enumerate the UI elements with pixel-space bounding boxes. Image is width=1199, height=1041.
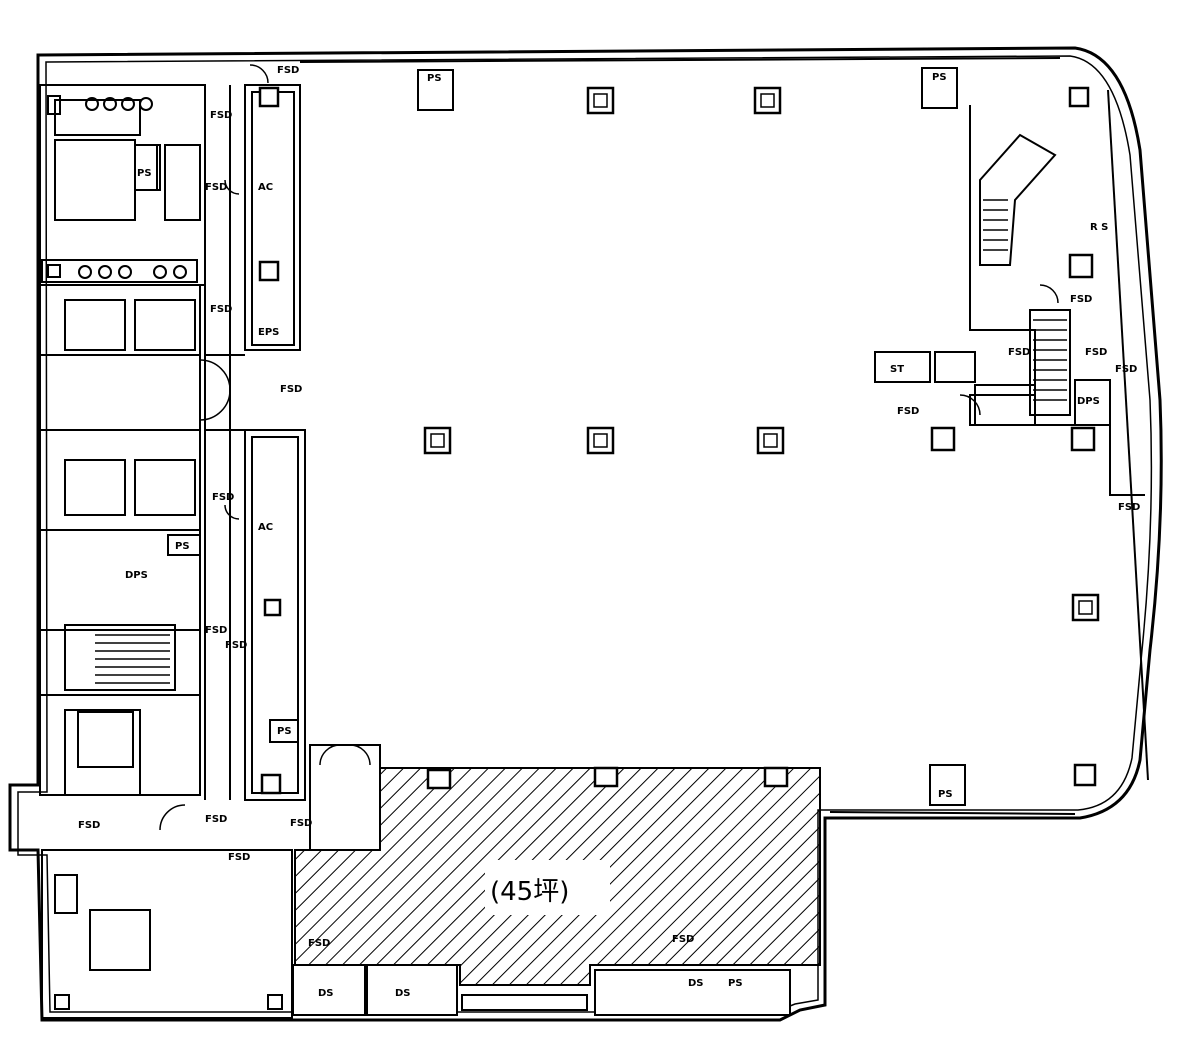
- fsd-label: FSD: [672, 934, 694, 945]
- fsd-label: FSD: [212, 492, 234, 503]
- ps-label: PS: [277, 726, 292, 737]
- fsd-label: FSD: [205, 625, 227, 636]
- fsd-label: FSD: [210, 304, 232, 315]
- column: [593, 766, 619, 788]
- column: [753, 86, 782, 115]
- fsd-label: FSD: [290, 818, 312, 829]
- area-label: (45坪): [490, 877, 569, 907]
- rs-label: R S: [1090, 222, 1108, 233]
- ps-label: PS: [427, 73, 442, 84]
- fsd-label: FSD: [897, 406, 919, 417]
- stair-treads: [95, 634, 170, 684]
- dps-label: DPS: [125, 570, 148, 581]
- bottom-left-room: [41, 849, 293, 1019]
- service-core: [39, 84, 381, 851]
- column: [260, 773, 282, 795]
- column: [258, 86, 280, 108]
- st-label: ST: [890, 364, 904, 375]
- ps-label: PS: [728, 978, 743, 989]
- fsd-label: FSD: [277, 65, 299, 76]
- right-stair-treads: [983, 199, 1067, 401]
- fsd-label: FSD: [280, 384, 302, 395]
- ds-label: DS: [688, 978, 704, 989]
- column: [763, 766, 789, 788]
- window-band: [299, 57, 1149, 815]
- column: [1070, 426, 1096, 452]
- column: [586, 86, 615, 115]
- column: [586, 426, 615, 455]
- fsd-label: FSD: [1085, 347, 1107, 358]
- column: [756, 426, 785, 455]
- column: [263, 598, 282, 617]
- dps-label: DPS: [1077, 396, 1100, 407]
- ds-label: DS: [318, 988, 334, 999]
- column: [930, 426, 956, 452]
- eps-label: EPS: [258, 327, 279, 338]
- fsd-label: FSD: [78, 820, 100, 831]
- ps-label: PS: [137, 168, 152, 179]
- door-swings: [159, 64, 1059, 831]
- fsd-label: FSD: [205, 182, 227, 193]
- ps-boxes: [134, 67, 966, 806]
- labels: FSD FSD FSD FSD FSD FSD FSD FSD FSD FSD …: [78, 65, 1140, 999]
- ac-shaft-label: AC: [258, 522, 273, 533]
- fsd-label: FSD: [225, 640, 247, 651]
- ps-label: PS: [938, 789, 953, 800]
- column: [1073, 763, 1097, 787]
- fsd-label: FSD: [205, 814, 227, 825]
- hatched-area: [294, 767, 821, 986]
- column: [258, 260, 280, 282]
- ds-rooms: [292, 964, 791, 1016]
- column: [423, 426, 452, 455]
- fsd-label: FSD: [1118, 502, 1140, 513]
- column: [1068, 253, 1094, 279]
- toilet-fixtures: [47, 95, 187, 279]
- right-core: [874, 105, 1145, 496]
- columns: [258, 86, 1100, 795]
- column: [1068, 86, 1090, 108]
- ac-shaft-label: AC: [258, 182, 273, 193]
- column: [1071, 593, 1100, 622]
- ps-label: PS: [932, 72, 947, 83]
- ps-label: PS: [175, 541, 190, 552]
- fsd-label: FSD: [308, 938, 330, 949]
- column: [426, 768, 452, 790]
- fsd-label: FSD: [210, 110, 232, 121]
- fsd-label: FSD: [1070, 294, 1092, 305]
- fsd-label: FSD: [1115, 364, 1137, 375]
- fsd-label: FSD: [228, 852, 250, 863]
- fsd-label: FSD: [1008, 347, 1030, 358]
- ds-label: DS: [395, 988, 411, 999]
